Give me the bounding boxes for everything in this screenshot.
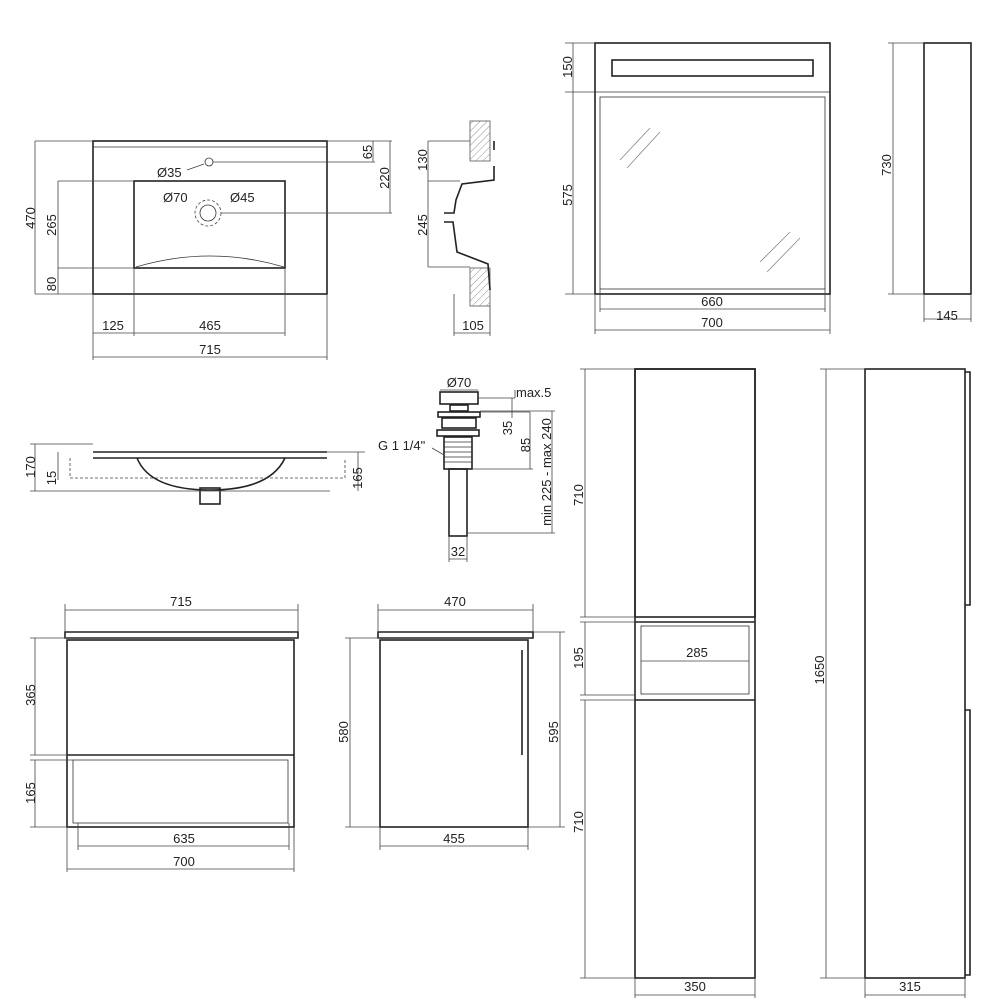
dim-465: 465 [199, 318, 221, 333]
basin-plan-view: 470 265 80 65 220 Ø35 Ø70 Ø45 125 465 71… [23, 140, 392, 360]
dim-265: 265 [44, 214, 59, 236]
dim-130: 130 [415, 149, 430, 171]
dim-470: 470 [23, 207, 38, 229]
dim-350: 350 [684, 979, 706, 994]
dim-125: 125 [102, 318, 124, 333]
dim-710-upper: 710 [571, 484, 586, 506]
dim-470-vanity: 470 [444, 594, 466, 609]
dim-65: 65 [360, 145, 375, 159]
dim-80: 80 [44, 277, 59, 291]
label-cap: Ø70 [447, 375, 472, 390]
column-front-view: 710 195 285 710 350 [571, 368, 756, 998]
dim-165-shelf: 165 [23, 782, 38, 804]
label-gap: max.5 [516, 385, 551, 400]
dim-15: 15 [44, 471, 59, 485]
light-bar [611, 59, 814, 77]
label-drain-outer: Ø70 [163, 190, 188, 205]
drain-hole [199, 204, 217, 222]
dim-575: 575 [560, 184, 575, 206]
dim-145: 145 [936, 308, 958, 323]
dim-285: 285 [686, 645, 708, 660]
label-drain-inner: Ø45 [230, 190, 255, 205]
dim-715-vanity: 715 [170, 594, 192, 609]
dim-580: 580 [336, 721, 351, 743]
mirror-cabinet-side: 730 145 [879, 42, 972, 323]
dim-220: 220 [377, 167, 392, 189]
dim-1650: 1650 [812, 656, 827, 685]
label-tap-hole: Ø35 [157, 165, 182, 180]
basin-section-view: 130 245 105 [415, 120, 495, 336]
dim-150: 150 [560, 56, 575, 78]
dim-455: 455 [443, 831, 465, 846]
vanity-front-view: 715 365 165 635 700 [23, 594, 299, 872]
dim-245: 245 [415, 214, 430, 236]
mirror-cabinet-front: 150 575 660 700 [560, 42, 831, 334]
dim-715: 715 [199, 342, 221, 357]
dim-660: 660 [701, 294, 723, 309]
dim-85: 85 [518, 438, 533, 452]
dim-595: 595 [546, 721, 561, 743]
dim-315: 315 [899, 979, 921, 994]
dim-635: 635 [173, 831, 195, 846]
column-side-view: 1650 315 [812, 368, 971, 998]
label-thread: G 1 1/4" [378, 438, 426, 453]
vanity-side-view: 470 580 595 455 [336, 594, 565, 850]
dim-195: 195 [571, 647, 586, 669]
dim-730: 730 [879, 154, 894, 176]
dim-710-lower: 710 [571, 811, 586, 833]
basin-front-view: 170 15 165 [23, 443, 365, 505]
dim-105: 105 [462, 318, 484, 333]
dim-length: min 225 - max 240 [539, 418, 554, 526]
dim-165: 165 [350, 467, 365, 489]
dim-32: 32 [451, 544, 465, 559]
dim-700-vanity: 700 [173, 854, 195, 869]
dim-700: 700 [701, 315, 723, 330]
dim-170: 170 [23, 456, 38, 478]
tap-hole [204, 157, 214, 167]
drain-detail: Ø70 max.5 35 85 min 225 - max 240 G 1 1/… [378, 375, 555, 562]
dim-365: 365 [23, 684, 38, 706]
dim-35: 35 [500, 421, 515, 435]
